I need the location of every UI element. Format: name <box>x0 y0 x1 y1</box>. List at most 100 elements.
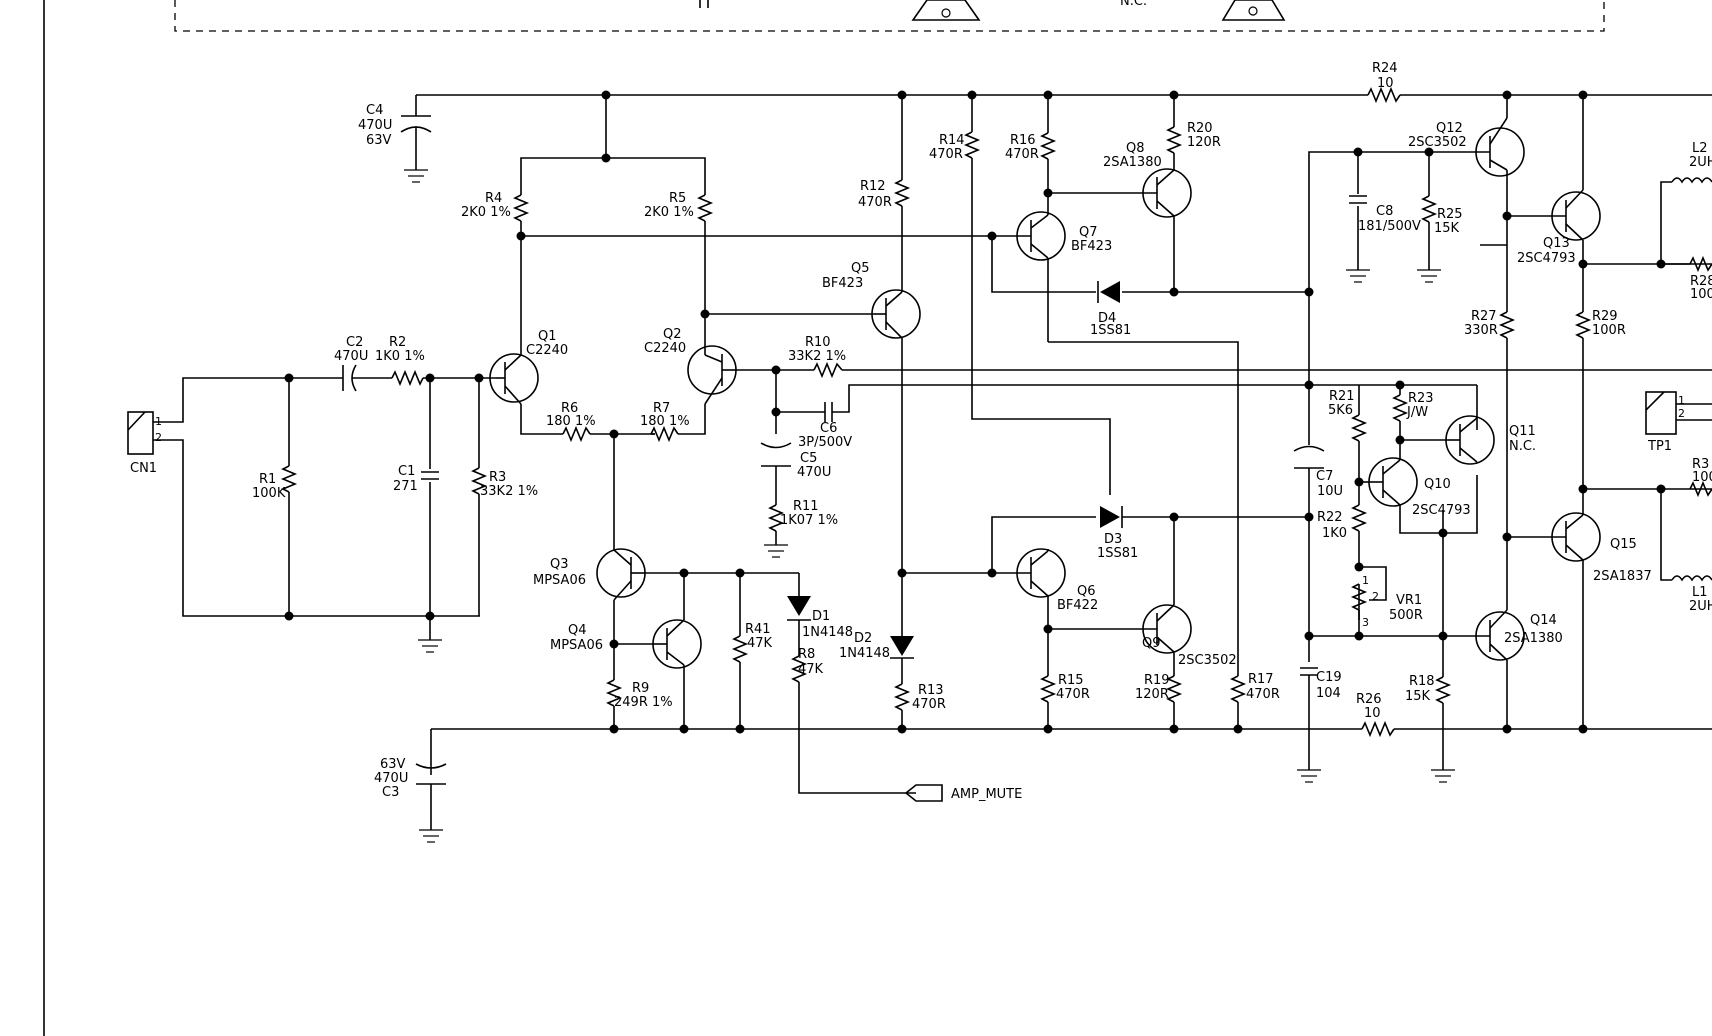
junction-dots <box>284 90 1666 734</box>
r26-val: 10 <box>1364 706 1381 721</box>
r6-val: 180 1% <box>546 414 596 429</box>
r26-ref: R26 <box>1356 692 1382 707</box>
q5-val: BF423 <box>822 276 863 291</box>
q4-ref: Q4 <box>568 623 587 638</box>
r3x-ref: R3 <box>1692 457 1709 472</box>
r8-ref: R8 <box>798 647 815 662</box>
r22-val: 1K0 <box>1322 526 1347 541</box>
transistor-q5 <box>871 289 921 339</box>
diode-d4 <box>1097 281 1120 303</box>
r22-ref: R22 <box>1317 510 1343 525</box>
r2-ref: R2 <box>389 335 406 350</box>
d3-ref: D3 <box>1104 532 1122 547</box>
vr1-pin2: 2 <box>1372 590 1379 603</box>
transistor-q10 <box>1368 440 1443 534</box>
q7-val: BF423 <box>1071 239 1112 254</box>
r4-ref: R4 <box>485 191 502 206</box>
r5-ref: R5 <box>669 191 686 206</box>
transistor-q2 <box>687 345 737 405</box>
c19-val: 104 <box>1316 686 1341 701</box>
c5-val: 470U <box>797 465 831 480</box>
r19-ref: R19 <box>1144 673 1170 688</box>
d4-ref: D4 <box>1098 311 1116 326</box>
q3-val: MPSA06 <box>533 573 586 588</box>
c8-val: 181/500V <box>1358 219 1421 234</box>
cn1-pin2: 2 <box>155 431 162 444</box>
c4-volt: 63V <box>366 133 392 148</box>
r25-val: 15K <box>1434 221 1460 236</box>
r10-val: 33K2 1% <box>788 349 846 364</box>
c1-ref: C1 <box>398 464 415 479</box>
c8-ref: C8 <box>1376 204 1393 219</box>
r29-ref: R29 <box>1592 309 1618 324</box>
transistor-q6 <box>992 548 1066 598</box>
r9-val: 249R 1% <box>614 695 673 710</box>
q4-val: MPSA06 <box>550 638 603 653</box>
r7-ref: R7 <box>653 401 670 416</box>
q6-val: BF422 <box>1057 598 1098 613</box>
d1-val: 1N4148 <box>802 625 853 640</box>
c2-val: 470U <box>334 349 368 364</box>
q6-ref: Q6 <box>1077 584 1096 599</box>
r11-val: 1K07 1% <box>780 513 838 528</box>
q10-val: 2SC4793 <box>1412 503 1471 518</box>
r11-ref: R11 <box>793 499 819 514</box>
d2-val: 1N4148 <box>839 646 890 661</box>
c3-val: 470U <box>374 771 408 786</box>
vr1-pin3: 3 <box>1362 616 1369 629</box>
r19-val: 120R <box>1135 687 1169 702</box>
r9-ref: R9 <box>632 681 649 696</box>
r7-val: 180 1% <box>640 414 690 429</box>
transistor-q4 <box>652 619 702 669</box>
q1-ref: Q1 <box>538 329 557 344</box>
l2-val: 2UH <box>1689 155 1712 170</box>
l2-ref: L2 <box>1692 141 1708 156</box>
c3-ref: C3 <box>382 785 399 800</box>
r3x-val: 100 <box>1692 470 1712 485</box>
transistor-q7 <box>992 211 1066 261</box>
d2-ref: D2 <box>854 631 872 646</box>
r8-val: 47K <box>798 662 824 677</box>
c19-ref: C19 <box>1316 670 1342 685</box>
transistor-q8 <box>1140 168 1192 218</box>
q13-val: 2SC4793 <box>1517 251 1576 266</box>
wiring <box>127 86 1712 830</box>
r23-ref: R23 <box>1408 391 1434 406</box>
r20-ref: R20 <box>1187 121 1213 136</box>
r24-val: 10 <box>1377 76 1394 91</box>
r24-ref: R24 <box>1372 61 1398 76</box>
transistor-q9 <box>1140 604 1192 654</box>
c4-ref: C4 <box>366 103 383 118</box>
q8-ref: Q8 <box>1126 141 1145 156</box>
cn1-pin1: 1 <box>155 415 162 428</box>
r20-val: 120R <box>1187 135 1221 150</box>
q11-ref: Q11 <box>1509 424 1536 439</box>
c7-ref: C7 <box>1316 469 1333 484</box>
tp1-pin1: 1 <box>1678 394 1685 407</box>
r17-ref: R17 <box>1248 672 1274 687</box>
r16-val: 470R <box>1005 147 1039 162</box>
diode-d1 <box>787 596 811 621</box>
r29-val: 100R <box>1592 323 1626 338</box>
vr1-val: 500R <box>1389 608 1423 623</box>
q7-ref: Q7 <box>1079 225 1098 240</box>
q3-ref: Q3 <box>550 557 569 572</box>
q15-val: 2SA1837 <box>1593 569 1652 584</box>
component-labels: CN1 1 2 C2 470U R2 1K0 1% R1 100K C1 271… <box>130 61 1712 802</box>
tp1-label: TP1 <box>1647 439 1672 454</box>
q15-ref: Q15 <box>1610 537 1637 552</box>
r1-ref: R1 <box>259 472 276 487</box>
r2-val: 1K0 1% <box>375 349 425 364</box>
vr1-pin1: 1 <box>1362 574 1369 587</box>
c1-val: 271 <box>393 479 418 494</box>
top-nc-label: N.C. <box>1120 0 1147 9</box>
r13-val: 470R <box>912 697 946 712</box>
c4-val: 470U <box>358 118 392 133</box>
r6-ref: R6 <box>561 401 578 416</box>
q1-val: C2240 <box>526 343 568 358</box>
r23-val: J/W <box>1406 405 1428 420</box>
q2-val: C2240 <box>644 341 686 356</box>
d4-val: 1SS81 <box>1090 323 1131 338</box>
r28-ref: R28 <box>1690 274 1712 289</box>
